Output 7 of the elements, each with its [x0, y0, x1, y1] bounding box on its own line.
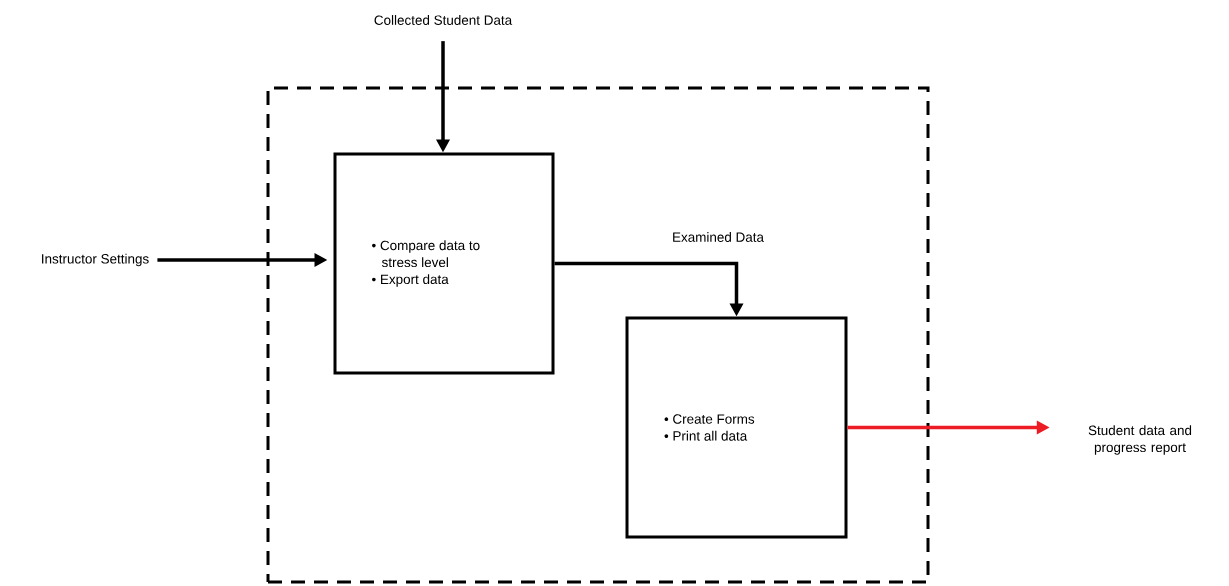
- flow-label: Student data and progress report: [1088, 425, 1192, 455]
- process-box: • Compare data to stress level • Export data: [333, 152, 555, 375]
- flow-label: Instructor Settings: [42, 253, 149, 267]
- flow-label: Collected Student Data: [374, 15, 513, 25]
- process-box: • Create Forms • Print all data: [625, 316, 848, 539]
- edge-label: Examined Data: [671, 231, 765, 243]
- dashed-boundary-box: [266, 86, 930, 584]
